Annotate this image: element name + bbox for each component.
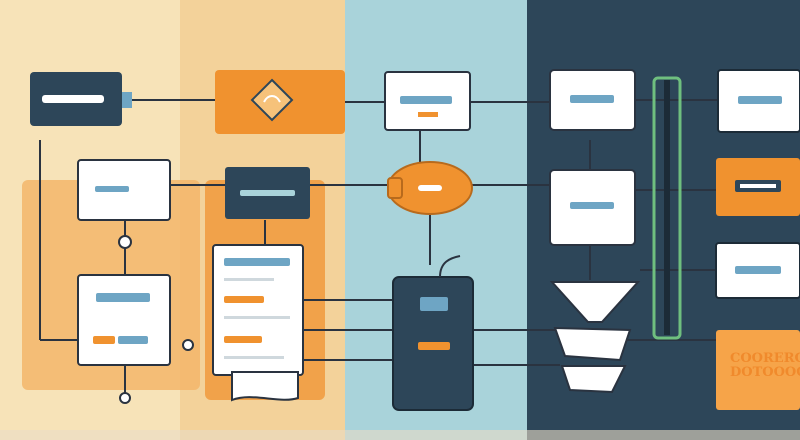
process-card-top-center-tag [418, 112, 438, 117]
server-block-display [420, 297, 448, 311]
process-card-left-chip [95, 186, 129, 192]
form-card-row-1 [224, 258, 290, 266]
navy-node-middle-bar [240, 190, 295, 196]
diamond-icon [250, 78, 294, 122]
server-block-light [418, 342, 450, 350]
connector-lines [39, 99, 720, 400]
navy-node-top-left-bar [42, 95, 104, 103]
orange-output-block [716, 330, 800, 410]
orange-start-node-slot [418, 185, 442, 191]
junction-node-mid [182, 339, 194, 351]
merge-funnel [549, 281, 641, 323]
server-cable [439, 255, 461, 278]
manual-input-card [553, 326, 632, 362]
form-card-row-6 [224, 356, 284, 359]
manual-input-card-2 [560, 365, 627, 394]
process-card-right-top-chip [570, 95, 614, 103]
diamond-inner-glyph [263, 95, 281, 103]
process-card-lower-left-tag-2 [118, 336, 148, 344]
process-card-far-right-top-chip [738, 96, 782, 104]
orange-card-far-right-slot-line [740, 184, 776, 188]
process-card-lower-left-chip [96, 293, 150, 302]
form-card-row-5 [224, 336, 262, 343]
process-card-top-center-chip [400, 96, 452, 104]
orange-output-block-label: COORERGENDOTOOOOS [730, 351, 800, 380]
vertical-rail [652, 76, 682, 340]
process-card-right-middle-chip [570, 202, 614, 209]
connector-plug [122, 92, 132, 108]
process-card-lower-left-tag [93, 336, 115, 344]
floor-strip [0, 430, 800, 440]
process-card-far-right-lower-chip [735, 266, 781, 274]
document-card-bottom [231, 371, 299, 402]
process-card-lower-left [77, 274, 171, 366]
form-card-row-2 [224, 278, 274, 281]
junction-node-bottom [119, 392, 131, 404]
form-card-row-3 [224, 296, 264, 303]
orange-start-node-cap [387, 177, 403, 199]
junction-node-left [118, 235, 132, 249]
form-card-row-4 [224, 316, 290, 319]
